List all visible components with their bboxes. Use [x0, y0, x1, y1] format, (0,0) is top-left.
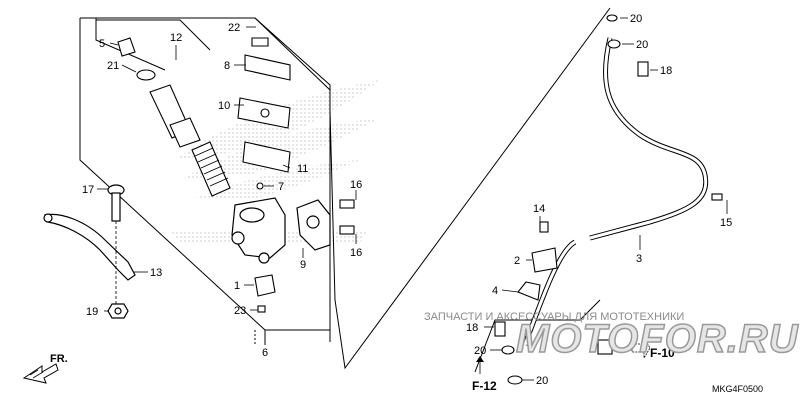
callout-16-upper: 16	[350, 179, 362, 191]
callout-20-bottom: 20	[536, 375, 548, 387]
brake-lever	[43, 213, 136, 281]
callout-labels: 22 8 10 11 7 5 21 12 17 13 19 1 23 6 9 1…	[82, 13, 732, 387]
callout-18-bottom: 18	[466, 322, 478, 334]
callout-6: 6	[262, 347, 268, 359]
front-direction-arrow: FR.	[22, 353, 68, 384]
callout-1: 1	[234, 280, 240, 292]
site-watermark: ЗАПЧАСТИ И АКСЕССУАРЫ ДЛЯ МОТОТЕХНИКИ MO…	[424, 311, 799, 362]
callout-16-lower: 16	[350, 247, 362, 259]
callout-20-second: 20	[636, 39, 648, 51]
watermark-text: ЗАПЧАСТИ И АКСЕССУАРЫ ДЛЯ МОТОТЕХНИКИ	[424, 311, 684, 323]
callout-17: 17	[82, 184, 94, 196]
leader-lines	[97, 17, 728, 381]
front-label: FR.	[50, 353, 68, 365]
pivot-bolt	[107, 184, 125, 305]
callout-20-top: 20	[630, 13, 642, 25]
upper-fittings	[606, 14, 723, 201]
master-cylinder-body	[231, 197, 286, 264]
brake-switch	[254, 274, 276, 313]
callout-15: 15	[720, 217, 732, 229]
callout-8: 8	[224, 60, 230, 72]
callout-23: 23	[234, 305, 246, 317]
callout-12: 12	[170, 32, 182, 44]
diagram-code: MKG4F0500	[712, 384, 763, 394]
f12-ref: F-12	[472, 356, 497, 393]
callout-9: 9	[300, 259, 306, 271]
piston-kit	[117, 37, 231, 197]
callout-4: 4	[492, 285, 498, 297]
f12-outline	[254, 7, 611, 373]
callout-13: 13	[150, 267, 162, 279]
lever-nut	[107, 303, 129, 319]
callout-21: 21	[107, 60, 119, 72]
holder-bolts	[339, 199, 355, 235]
f10-ref: F-10	[631, 336, 675, 360]
f12-label: F-12	[472, 379, 497, 393]
f10-label: F-10	[650, 346, 675, 360]
lower-fittings	[494, 221, 613, 385]
callout-3: 3	[636, 253, 642, 265]
callout-11: 11	[297, 163, 308, 175]
callout-2: 2	[514, 255, 520, 267]
callout-18-top: 18	[660, 65, 672, 77]
callout-5: 5	[99, 38, 105, 50]
callout-7: 7	[278, 181, 284, 193]
callout-10: 10	[218, 100, 230, 112]
holder-clamp	[296, 199, 331, 251]
brake-hose	[522, 37, 709, 346]
callout-20-third: 20	[474, 345, 486, 357]
callout-19: 19	[86, 306, 98, 318]
watermark-logo: MOTOFOR.RU	[516, 317, 799, 361]
callout-14: 14	[533, 203, 545, 215]
callout-22: 22	[228, 22, 240, 34]
